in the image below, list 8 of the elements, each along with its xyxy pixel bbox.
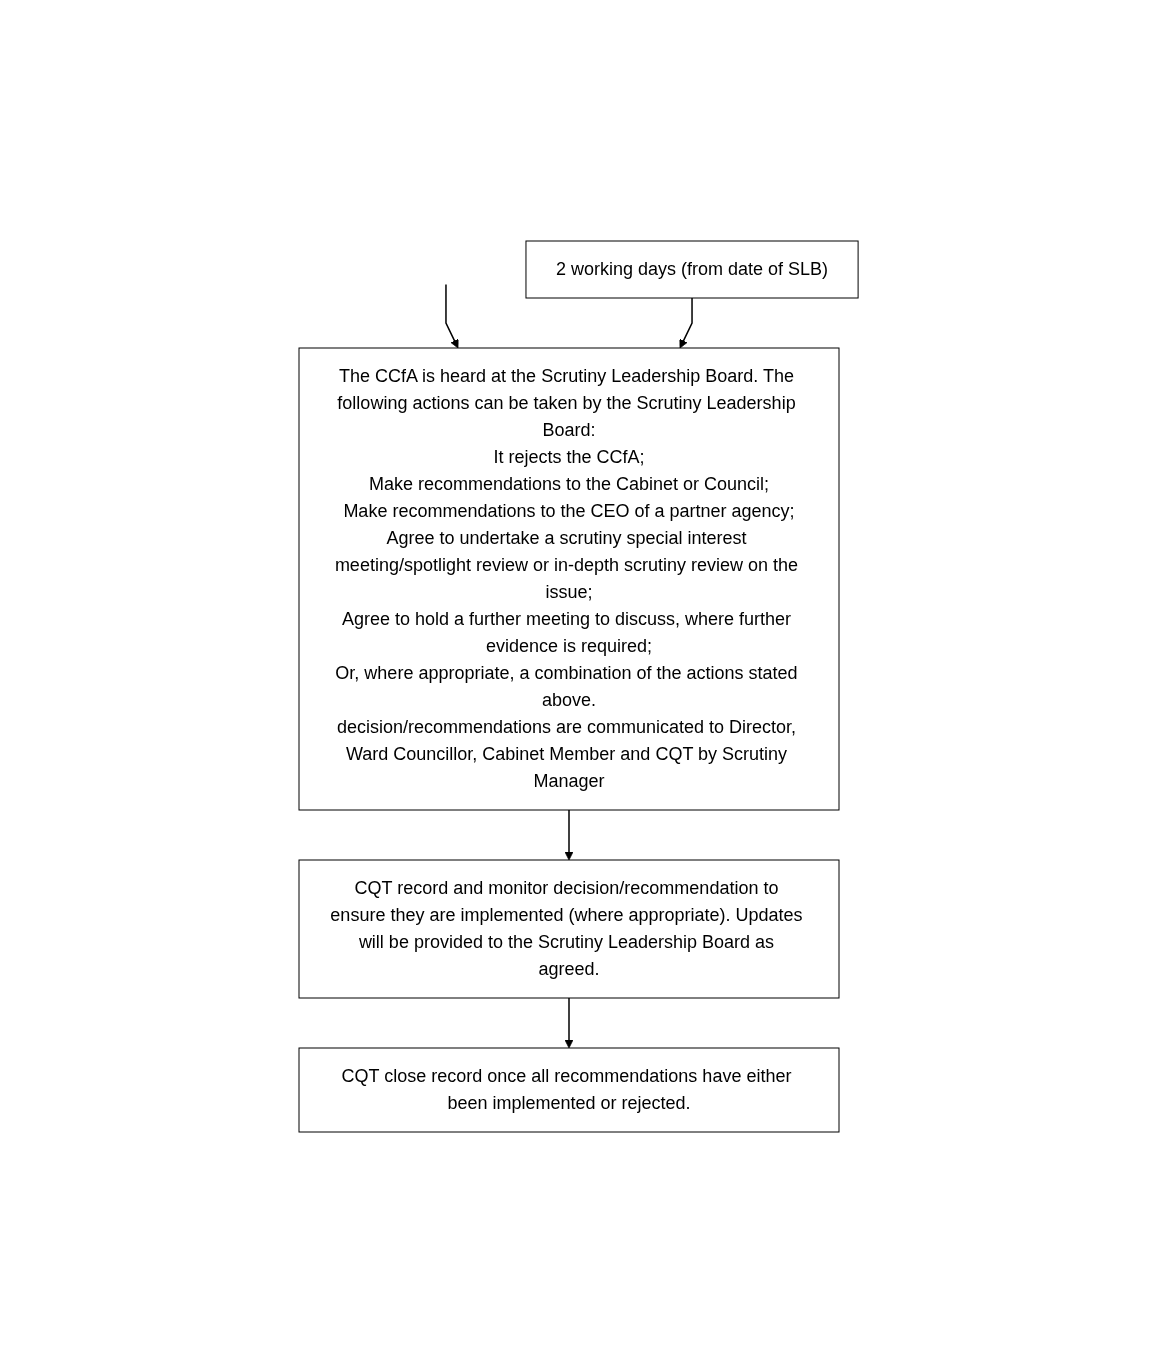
arrow [565,996,574,1048]
arrow [445,283,459,348]
node-box: The CCfA is heard at the Scrutiny Leadership Board. The following actions can be taken by the Scrutiny Leadership Board: It rejects the CCfA; Make recommendations to the Cabinet or Council; Make recommendations to the CEO of a partner agency; Agree to undertake a scrutiny special interest meeting/spotlight review or in-depth scrutiny review on the issue; Agree to hold a further meeting to discuss, where further evidence is required; Or, where appropriate, a combination of the actions stated above. decision/recommendations are communicated to Director, Ward Councillor, Cabinet Member and CQT by Scrutiny Manager [298,347,840,810]
node-box: 2 working days (from date of SLB) [525,240,860,298]
node-box: CQT record and monitor decision/recommendation to ensure they are implemented (where appropriate). Updates will be provided to the Scrutiny Leadership Board as agreed. [298,859,840,998]
arrow [565,808,574,860]
arrow [679,296,694,348]
node-box: CQT close record once all recommendations have either been implemented or rejected. [298,1047,840,1132]
